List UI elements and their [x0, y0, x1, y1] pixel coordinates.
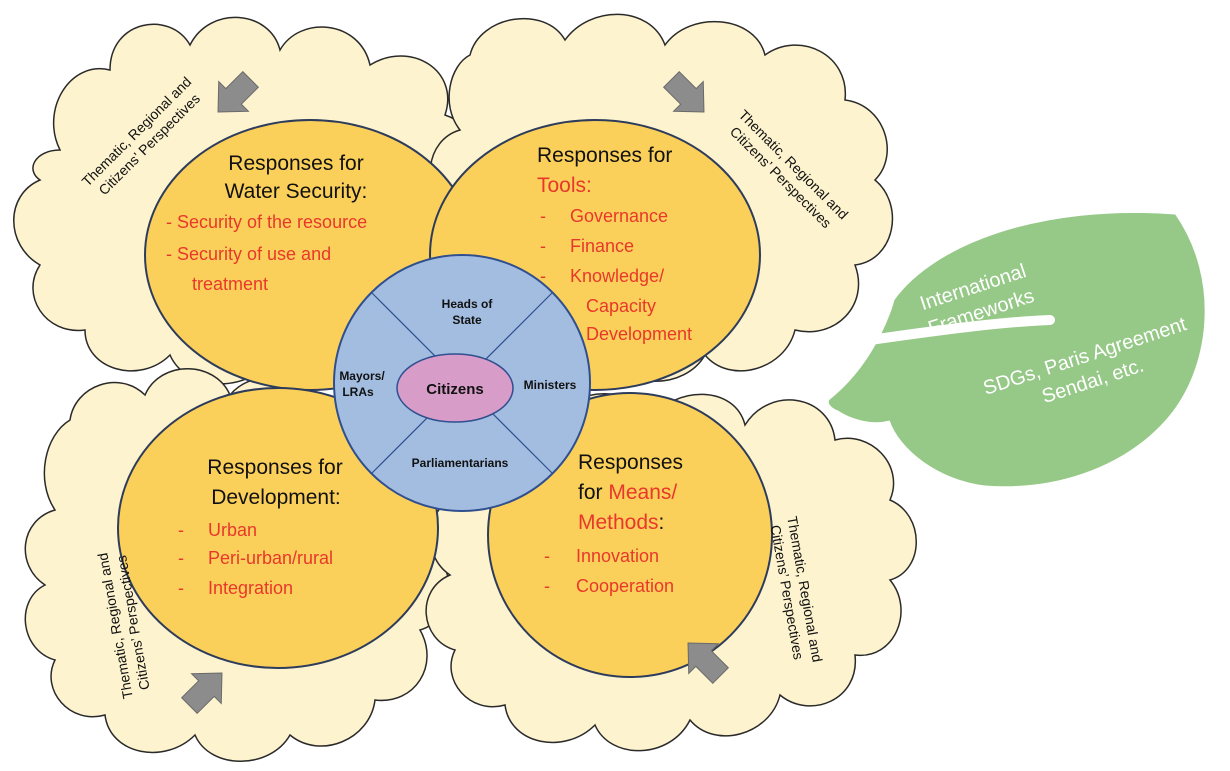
means-item-1: Innovation: [576, 546, 659, 566]
means-bullet-1: -: [544, 546, 550, 566]
tools-item-5: Development: [586, 324, 692, 344]
means-heading-2: for Means/: [578, 481, 677, 504]
leaf-vein: [865, 315, 1055, 345]
water-security-heading-1: Responses for: [228, 152, 363, 175]
development-bullet-2: -: [178, 548, 184, 568]
arrow-top-right-icon: [662, 70, 705, 113]
development-heading-2: Development:: [211, 486, 341, 509]
center-label-heads-of-state-1: Heads of: [442, 297, 494, 311]
center-circle: [333, 254, 591, 512]
development-item-3: Integration: [208, 578, 293, 598]
water-security-item-1: - Security of the resource: [166, 212, 367, 232]
tools-item-4: Capacity: [586, 296, 656, 316]
tools-item-1: Governance: [570, 206, 668, 226]
citizens-ellipse: [396, 353, 514, 423]
arrow-bottom-left-icon: [180, 672, 223, 715]
center-label-mayors-2: LRAs: [342, 385, 374, 399]
center-label-heads-of-state-2: State: [452, 313, 482, 327]
tools-item-3: Knowledge/: [570, 266, 664, 286]
center-label-parliamentarians: Parliamentarians: [412, 456, 509, 470]
water-security-heading-2: Water Security:: [225, 180, 368, 203]
development-bullet-3: -: [178, 578, 184, 598]
tools-item-2: Finance: [570, 236, 634, 256]
means-item-2: Cooperation: [576, 576, 674, 596]
means-heading-1: Responses: [578, 451, 683, 474]
development-heading-1: Responses for: [207, 456, 342, 479]
tools-heading-1: Responses for: [537, 144, 672, 167]
center-label-ministers: Ministers: [524, 378, 577, 392]
water-security-item-2: - Security of use and: [166, 244, 331, 264]
tools-bullet-3: -: [540, 266, 546, 286]
arrow-bottom-right-icon: [687, 642, 730, 685]
tools-bullet-2: -: [540, 236, 546, 256]
development-item-2: Peri-urban/rural: [208, 548, 333, 568]
means-bullet-2: -: [544, 576, 550, 596]
tools-heading-2: Tools:: [537, 174, 592, 197]
water-security-item-3: treatment: [192, 274, 268, 294]
center-label-citizens: Citizens: [426, 381, 484, 398]
arrow-top-left-icon: [217, 70, 260, 113]
tools-bullet-1: -: [540, 206, 546, 226]
means-heading-3: Methods:: [578, 511, 664, 534]
center-label-mayors-1: Mayors/: [339, 369, 385, 383]
development-item-1: Urban: [208, 520, 257, 540]
leaf-international-frameworks: [828, 212, 1205, 487]
development-bullet-1: -: [178, 520, 184, 540]
